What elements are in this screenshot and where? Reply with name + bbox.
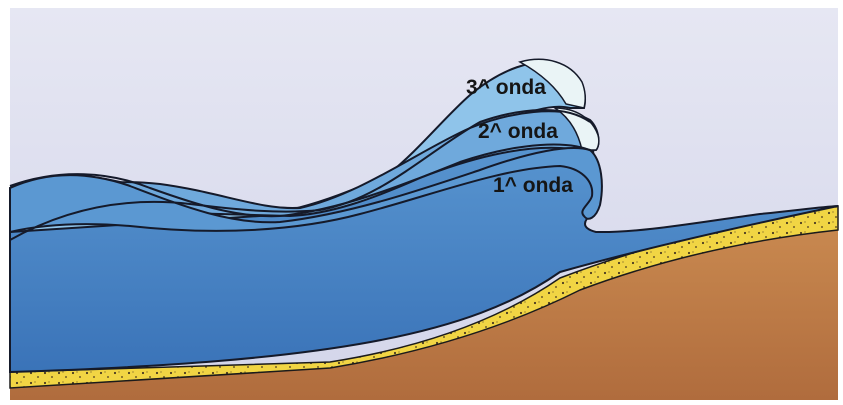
wave-1-label: 1^ onda (493, 174, 573, 197)
wave-2-label: 2^ onda (478, 120, 558, 143)
wave-3-label: 3^ onda (466, 76, 546, 99)
